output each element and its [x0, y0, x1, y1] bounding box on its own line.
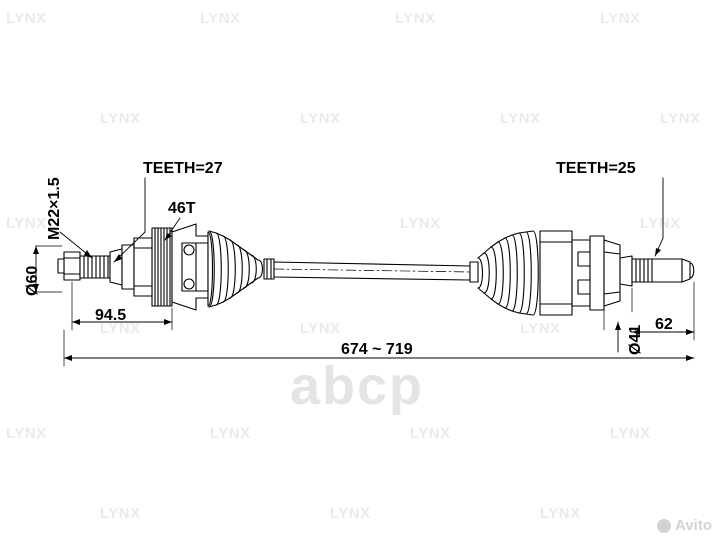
leader-teeth-27	[113, 177, 146, 263]
label-diameter-60: Ø60	[24, 265, 41, 296]
left-threaded-stub	[57, 244, 135, 290]
label-62: 62	[655, 316, 673, 333]
leader-46t	[164, 217, 181, 241]
main-shaft	[273, 261, 471, 281]
avito-label: Avito	[675, 517, 712, 534]
label-m22: M22×1.5	[46, 177, 63, 240]
label-46t: 46T	[168, 200, 196, 217]
dimension-diameter-41	[603, 287, 633, 353]
label-94-5: 94.5	[95, 307, 127, 324]
right-tripod-joint-housing	[539, 230, 621, 316]
label-teeth-27: TEETH=27	[143, 160, 223, 177]
dimension-diameter-60	[33, 245, 63, 293]
watermark-avito: Avito	[657, 517, 712, 534]
avito-logo-icon	[657, 518, 672, 533]
dimension-62	[631, 281, 695, 341]
right-splined-stub	[619, 255, 695, 287]
abs-ring-46t	[133, 227, 173, 307]
dimension-94-5	[71, 281, 173, 331]
label-overall-length: 674 ~ 719	[341, 341, 413, 358]
label-teeth-25: TEETH=25	[556, 160, 636, 177]
left-cv-joint-housing	[171, 223, 209, 311]
leader-teeth-25	[654, 177, 664, 257]
dimension-overall-length	[63, 329, 695, 367]
leader-m22	[59, 231, 93, 259]
right-rubber-boot	[469, 230, 539, 316]
left-rubber-boot	[207, 230, 275, 308]
label-diameter-41: Ø41	[627, 324, 644, 355]
